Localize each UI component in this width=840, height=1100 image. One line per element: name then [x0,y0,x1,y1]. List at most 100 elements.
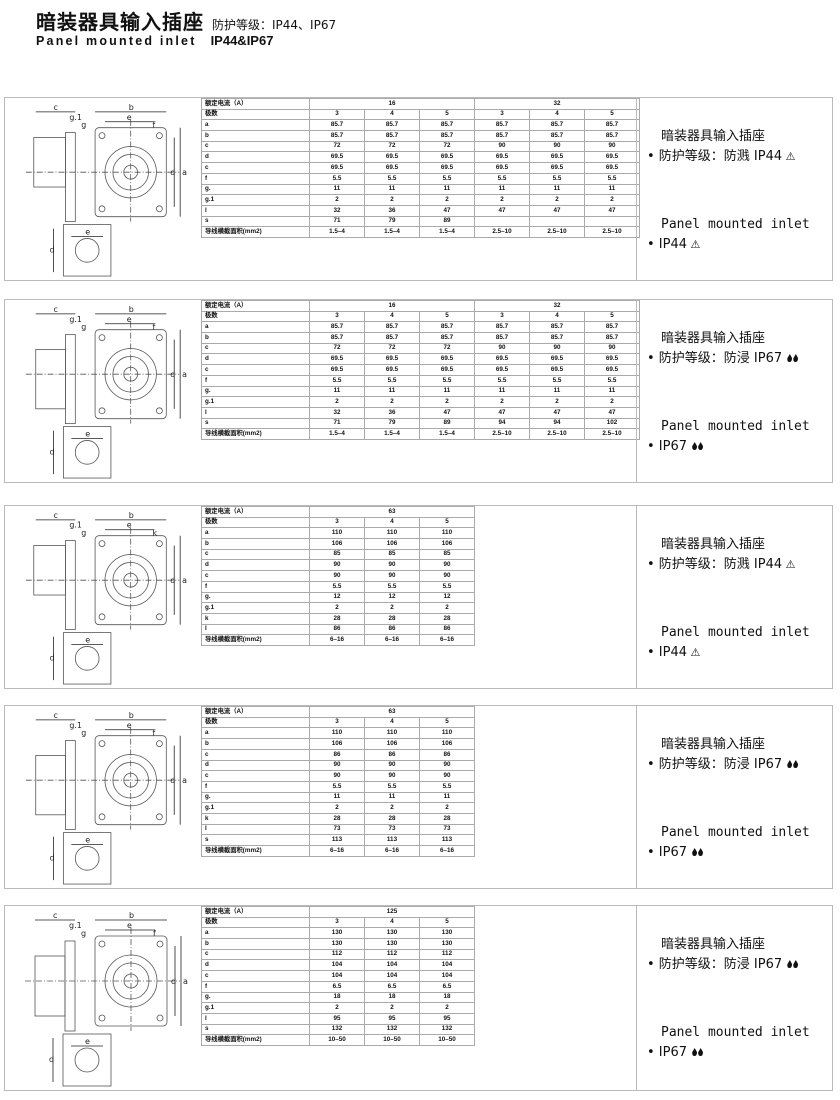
dimension-value: 85.7 [584,130,640,142]
ip-text: • IP44 [647,645,688,660]
dimension-value: 85.7 [364,130,420,142]
dimension-label: f [152,729,155,738]
desc-title-en: Panel mounted inlet [661,1025,810,1040]
water-drops-icon [782,957,799,972]
dimension-value: 18 [309,991,365,1004]
current-value: 32 [474,300,640,312]
dimension-value: 90 [364,559,420,572]
wire-value: 2.5–10 [529,226,585,238]
dimension-label: d [50,245,55,254]
protection-text: • 防护等级：防溅 IP44 [647,557,783,572]
dimension-value: 47 [474,204,530,217]
splash-triangle-icon: ⚠ [687,238,701,251]
dimension-value: 5.5 [474,374,530,387]
dimension-value: 110 [419,727,475,740]
dimension-value: 69.5 [474,353,530,366]
description-panel: 暗装器具输入插座 • 防护等级：防溅 IP44 ⚠ Panel mounted … [636,98,833,280]
desc-title-cn: 暗装器具输入插座 [661,737,766,752]
dimension-value: 86 [419,748,475,761]
dimension-name: g.1 [201,194,310,206]
page-header: 暗装器具输入插座防护等级：IP44、IP67 Panel mounted inl… [36,6,336,48]
dimension-value: 2 [364,396,420,408]
dimension-name: c [201,970,310,982]
water-drops-icon [782,351,799,366]
poles-label: 极数 [201,516,310,529]
inlet-body [34,955,66,1017]
dimension-value: 106 [309,738,365,750]
current-label: 额定电流（A） [201,506,310,518]
dimension-label: e [85,836,90,845]
desc-title-en: Panel mounted inlet [661,217,810,232]
wire-value: 2.5–10 [474,428,530,440]
dimension-value: 90 [364,759,420,772]
dimension-value: 5.5 [364,780,420,793]
dimension-name: s [201,417,310,430]
dimension-label: d [49,1055,54,1064]
dimension-value: 72 [309,342,365,355]
dimension-value [584,215,640,228]
dimension-name: f [201,580,310,593]
dimension-value: 2 [364,1002,420,1014]
dimension-label: b [129,103,134,112]
dimension-value: 69.5 [474,162,530,174]
dimension-label: e [85,227,90,236]
protection-text: • 防护等级：防浸 IP67 [647,957,783,972]
current-value: 32 [474,98,640,110]
dimension-value: 89 [419,417,475,430]
desc-protection: • 防护等级：防溅 IP44 ⚠ [647,145,796,164]
dimension-value: 130 [309,927,365,940]
dimension-value: 85.7 [529,119,585,132]
dimension-value: 106 [364,738,420,750]
current-label: 额定电流（A） [201,98,310,110]
dimension-value: 2 [309,396,365,408]
water-drops-icon [687,1045,704,1060]
dimension-value: 104 [419,959,475,972]
poles-value: 4 [364,516,420,529]
dimension-value: 90 [419,559,475,572]
dimension-value: 69.5 [529,151,585,164]
dimension-name: c [201,140,310,153]
dimension-value: 2 [419,802,475,815]
dimension-value: 73 [419,823,475,836]
dimension-name: l [201,623,310,636]
dimension-value: 85.7 [419,321,475,334]
dimension-value [474,215,530,228]
dimension-value: 85.7 [529,321,585,334]
dimension-label: c [54,711,58,720]
dimension-value: 11 [419,791,475,804]
dimension-value: 2 [419,194,475,206]
dimension-value: 12 [419,591,475,604]
dimension-label: g.1 [69,921,82,930]
dimension-name: s [201,834,310,847]
dimension-value: 79 [364,215,420,228]
cutout-hole [74,846,100,871]
dimension-name: d [201,353,310,366]
dimension-name: l [201,823,310,836]
dimension-value: 2 [529,396,585,408]
dimension-name: k [201,612,310,625]
dimension-name: g.1 [201,396,310,408]
wire-value: 1.5–4 [419,226,475,238]
dimension-value: 110 [364,727,420,740]
dimension-value: 86 [309,623,365,636]
dimension-value: 85.7 [474,130,530,142]
dimension-label: c [53,911,57,920]
